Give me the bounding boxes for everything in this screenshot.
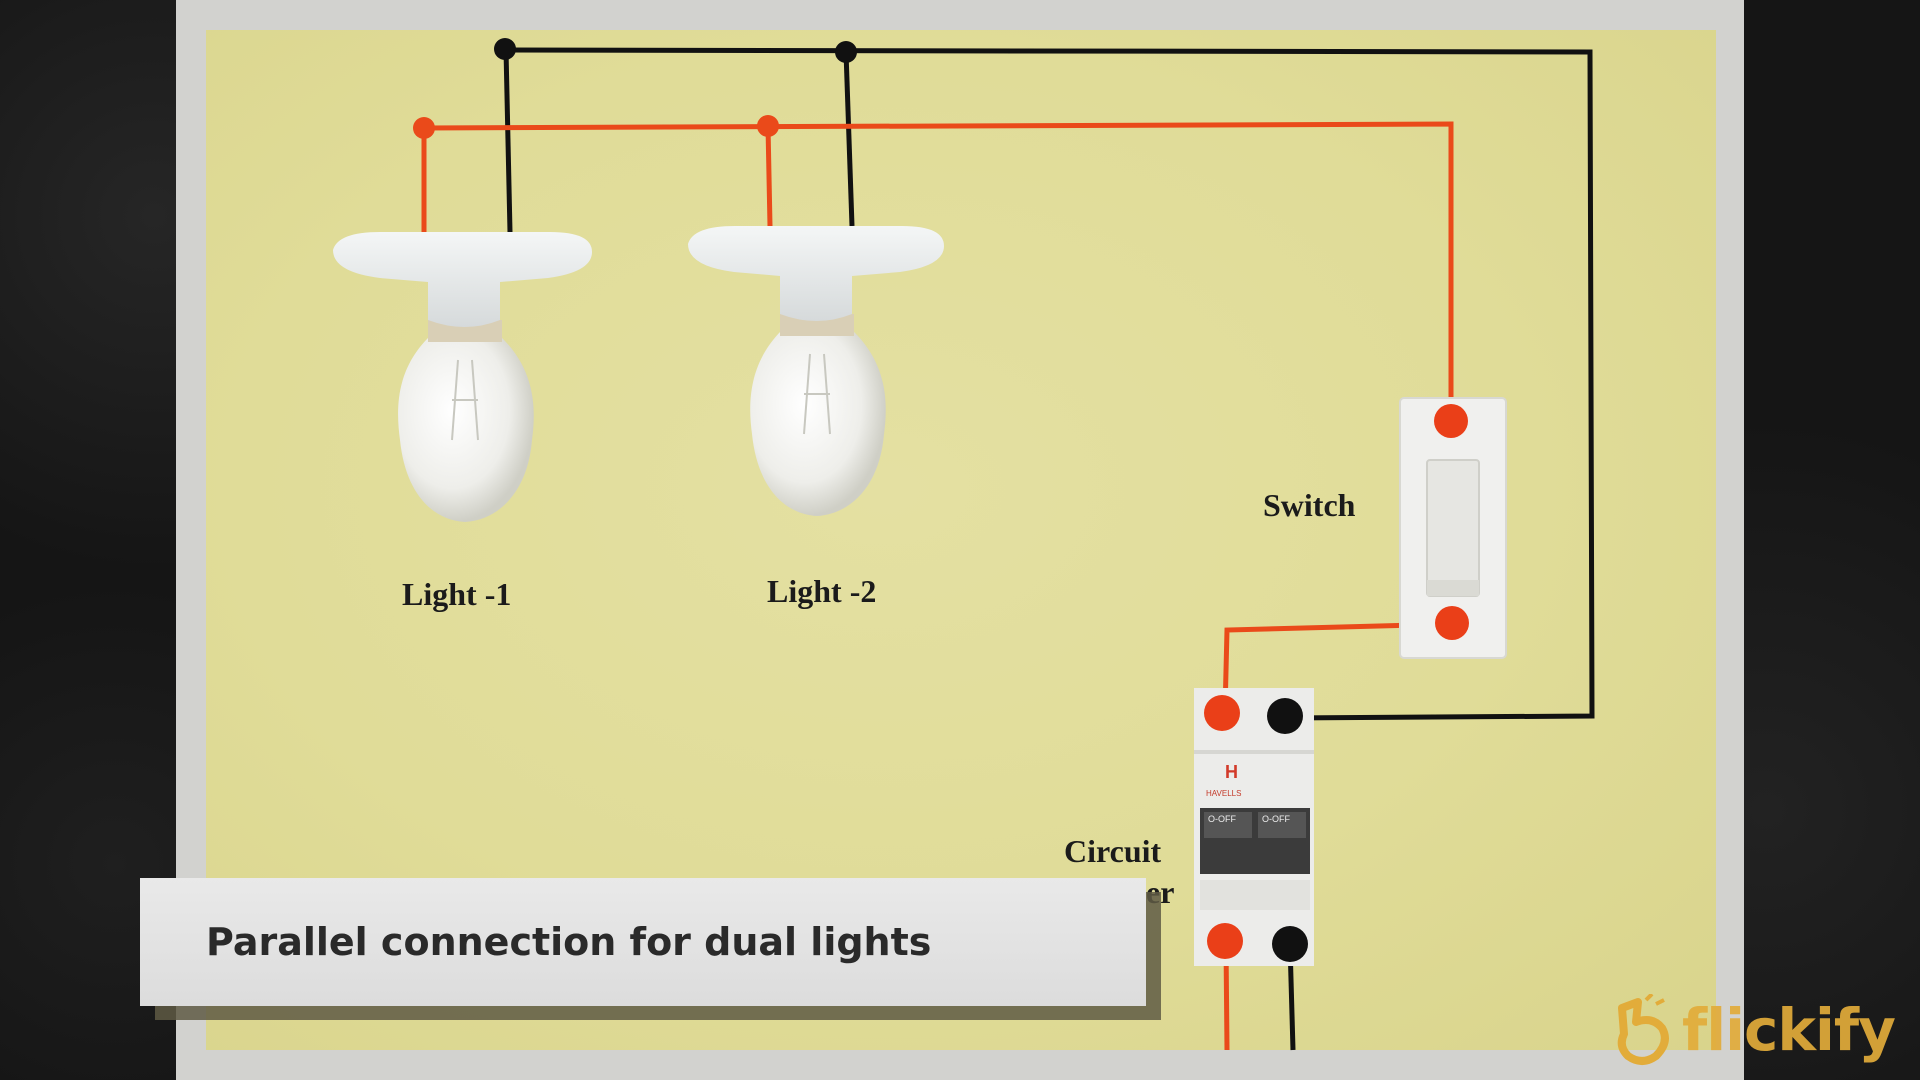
- caption-text: Parallel connection for dual lights: [206, 920, 932, 964]
- neutral-drop-light1: [503, 49, 513, 233]
- live-drop-light2: [765, 125, 773, 227]
- live-junction-2: [757, 115, 779, 137]
- circuit-breaker: H HAVELLS O-OFF O-OFF: [1194, 688, 1314, 966]
- breaker-terminal-top-neutral: [1267, 698, 1303, 734]
- neutral-drop-light2: [843, 51, 855, 227]
- switch-terminal-bottom: [1435, 606, 1469, 640]
- light-2: [688, 226, 944, 516]
- switch-rocker: [1426, 459, 1480, 597]
- neutral-junction-1: [494, 38, 516, 60]
- breaker-terminal-bottom-neutral: [1272, 926, 1308, 962]
- light2-holder: [688, 226, 944, 321]
- light2-label: Light -2: [767, 573, 877, 609]
- light1-bulb: [398, 336, 534, 522]
- switch-terminal-top: [1434, 404, 1468, 438]
- breaker-toggle-right: [1258, 812, 1306, 838]
- live-main-wire: [423, 121, 1454, 420]
- light1-bulb-neck: [428, 320, 502, 342]
- switch: [1399, 397, 1507, 659]
- flickify-logo-icon: [1617, 994, 1669, 1065]
- light1-label: Light -1: [402, 576, 512, 612]
- breaker-toggle-right-label: O-OFF: [1262, 814, 1290, 824]
- caption-box: Parallel connection for dual lights: [140, 878, 1146, 1006]
- neutral-junction-2: [835, 41, 857, 63]
- neutral-main-wire: [504, 47, 1595, 721]
- switch-label: Switch: [1263, 487, 1356, 523]
- breaker-terminal-top-live: [1204, 695, 1240, 731]
- light1-holder: [333, 232, 592, 327]
- light2-bulb-neck: [780, 314, 854, 336]
- live-junction-1: [413, 117, 435, 139]
- watermark-text: flickify: [1682, 996, 1896, 1064]
- light-1: [333, 232, 592, 522]
- watermark: flickify: [1612, 990, 1896, 1070]
- junctions: [413, 38, 857, 139]
- breaker-toggle-left-label: O-OFF: [1208, 814, 1236, 824]
- breaker-terminal-bottom-live: [1207, 923, 1243, 959]
- live-switch-to-breaker: [1222, 621, 1453, 713]
- breaker-brand-logo: H: [1225, 762, 1238, 782]
- breaker-brand: HAVELLS: [1206, 789, 1241, 798]
- light2-bulb: [750, 330, 886, 516]
- neutral-wires: [503, 47, 1595, 1051]
- breaker-label-line1: Circuit: [1064, 833, 1162, 869]
- breaker-toggle-left: [1204, 812, 1252, 838]
